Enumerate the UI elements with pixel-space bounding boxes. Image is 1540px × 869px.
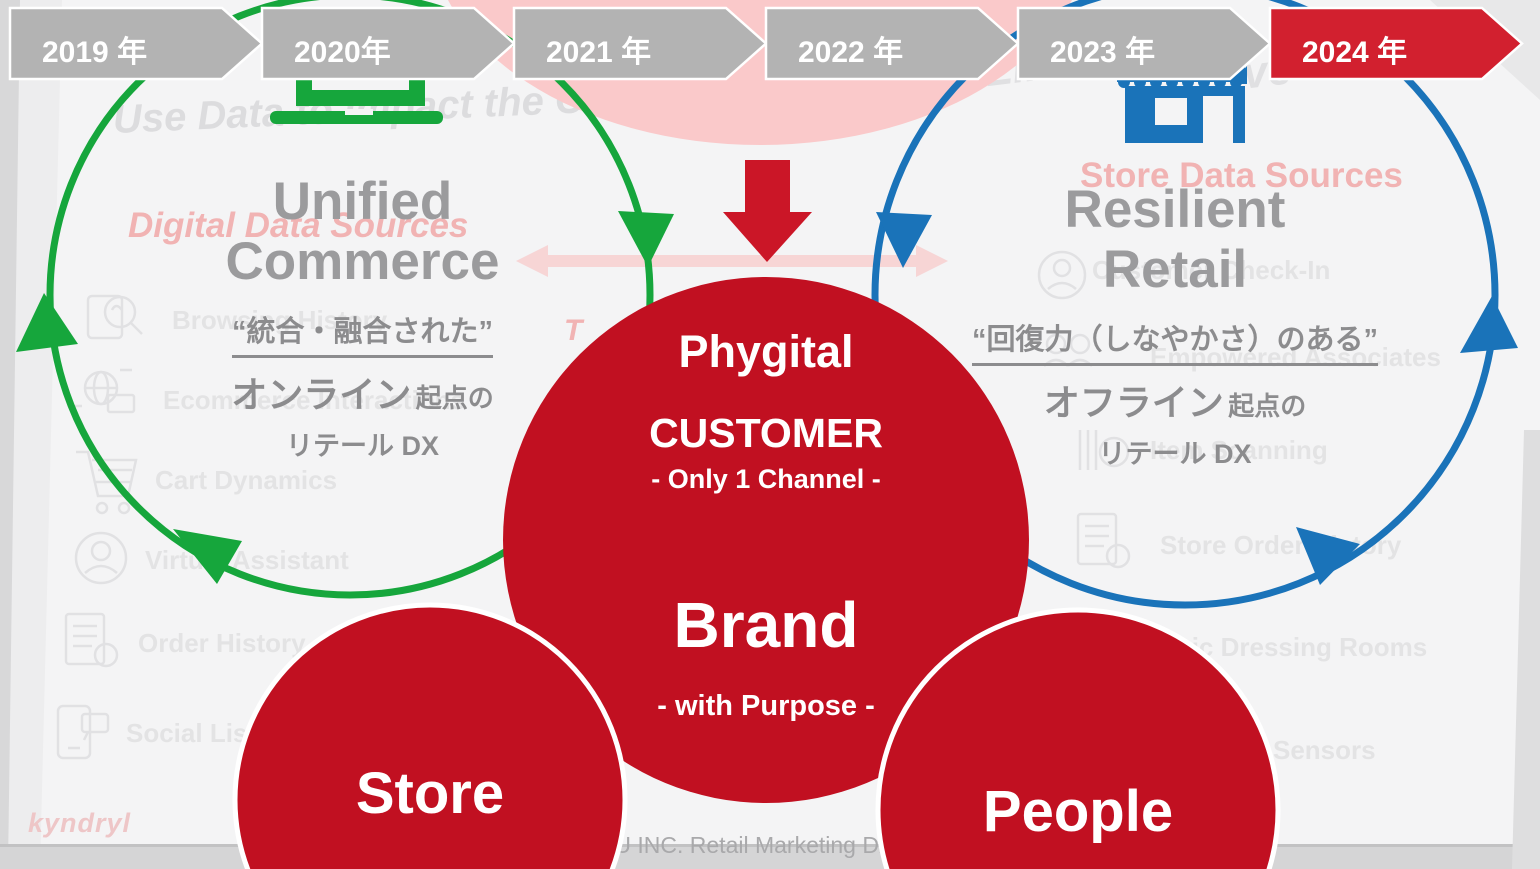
green-arrowhead-left-up [16,293,78,352]
resilient-title-line2: Retail [1102,240,1248,299]
ghost-item-empowered-associates: Empowered Associates [1150,342,1441,372]
blue-cycle-arrow [871,0,1518,609]
blue-arrowhead-bottom [1296,527,1360,585]
footer-text: TSU INC. Retail Marketing DX [585,832,895,858]
unified-jp-main: オンライン [231,374,412,415]
page-edge-right [1512,430,1540,869]
customer-circle [503,277,1029,803]
timeline-chevron-2022 [764,6,1020,81]
timeline-label-2023: 2023 年 [1050,36,1156,69]
unified-title-line2: Commerce [225,232,500,291]
ghost-item-order-history: Order History [138,628,306,658]
resilient-jp-line3: リテール DX [1098,439,1252,469]
ghost-digital-data-sources: Digital Data Sources [128,206,469,245]
kyndryl-logo: kyndryl [28,808,132,838]
green-arrowhead-bottom [173,529,242,584]
center-circle-sub-label: - Only 1 Channel - [651,464,881,494]
unified-jp-suffix: 起点の [415,383,494,413]
center-circle-main-label: CUSTOMER [649,410,883,456]
ghost-item-sensors: Sensors [1273,735,1376,765]
store-circle [232,602,628,869]
item-scanning-icon [1078,430,1130,470]
customer-check-in-icon [1037,250,1087,300]
pink-double-arrow [516,245,948,277]
timeline-chevron-2023 [1016,6,1272,81]
center-circle-brand-label: Brand [673,589,859,661]
green-cycle-arrow [16,0,674,599]
ghost-item-ecommerce-interactions: Ecommerce Interactions [163,385,466,415]
ghost-item-customer-check-in: Customer Check-In [1092,255,1331,285]
center-circle-top-label: Phygital [678,326,854,377]
social-listening-icon [56,704,110,760]
blue-arrowhead-inner [876,212,932,268]
ghost-text-fragment: T [564,314,583,347]
unified-jp-line3: リテール DX [285,431,439,461]
store-circle-label: Store [355,761,505,826]
resilient-jp-main: オフライン [1043,382,1224,423]
virtual-assistant-icon [74,531,128,585]
resilient-jp-quote: “回復力（しなやかさ）のある” [971,316,1378,366]
timeline-chevron-2020 [260,6,516,81]
ghost-item-store-order-history: Store Order History [1160,530,1402,560]
order-history-icon [64,612,119,668]
blue-arrowhead-right-up [1460,296,1518,353]
resilient-jp-suffix: 起点の [1228,391,1307,421]
resilient-title-line1: Resilient [1064,180,1286,239]
timeline-label-2019: 2019 年 [42,36,148,69]
red-down-arrow [723,160,812,262]
unified-jp-quote: “統合・融合された” [231,308,493,358]
store-order-history-icon [1076,512,1131,569]
ghost-item-cart-dynamics: Cart Dynamics [155,465,338,495]
ghost-item-browsing-history: Browsing History [172,305,388,335]
browsing-history-icon [86,294,143,340]
timeline-label-2020: 2020年 [294,36,391,69]
timeline-label-2024: 2024 年 [1302,36,1408,69]
timeline-chevron-2021 [512,6,768,81]
storefront-door [1203,96,1233,143]
timeline-chevron-2019 [8,6,264,81]
timeline [8,6,1524,81]
center-circle-brand-sub-label: - with Purpose - [657,690,875,722]
timeline-label-2022: 2022 年 [798,36,904,69]
unified-commerce-block: Unified Commerce “統合・融合された” オンライン 起点の リテ… [150,172,575,463]
unified-title-line1: Unified [272,172,453,231]
storefront-window [1155,98,1187,125]
ecommerce-interactions-icon [70,368,136,414]
timeline-label-2021: 2021 年 [546,36,652,69]
ghost-store-data-sources: Store Data Sources [1080,156,1403,195]
page-edge-left-inner [8,0,62,869]
resilient-retail-block: Resilient Retail “回復力（しなやかさ）のある” オフライン 起… [960,180,1390,471]
page-edge-left-outer [0,0,20,869]
people-circle-label: People [982,779,1174,844]
green-arrowhead-inner [618,211,674,267]
ghost-item-item-scanning: Item Scanning [1150,435,1328,465]
people-circle [875,607,1281,869]
ghost-item-virtual-assistant: Virtual Assistant [145,545,349,575]
timeline-chevron-2024-current [1268,6,1524,81]
